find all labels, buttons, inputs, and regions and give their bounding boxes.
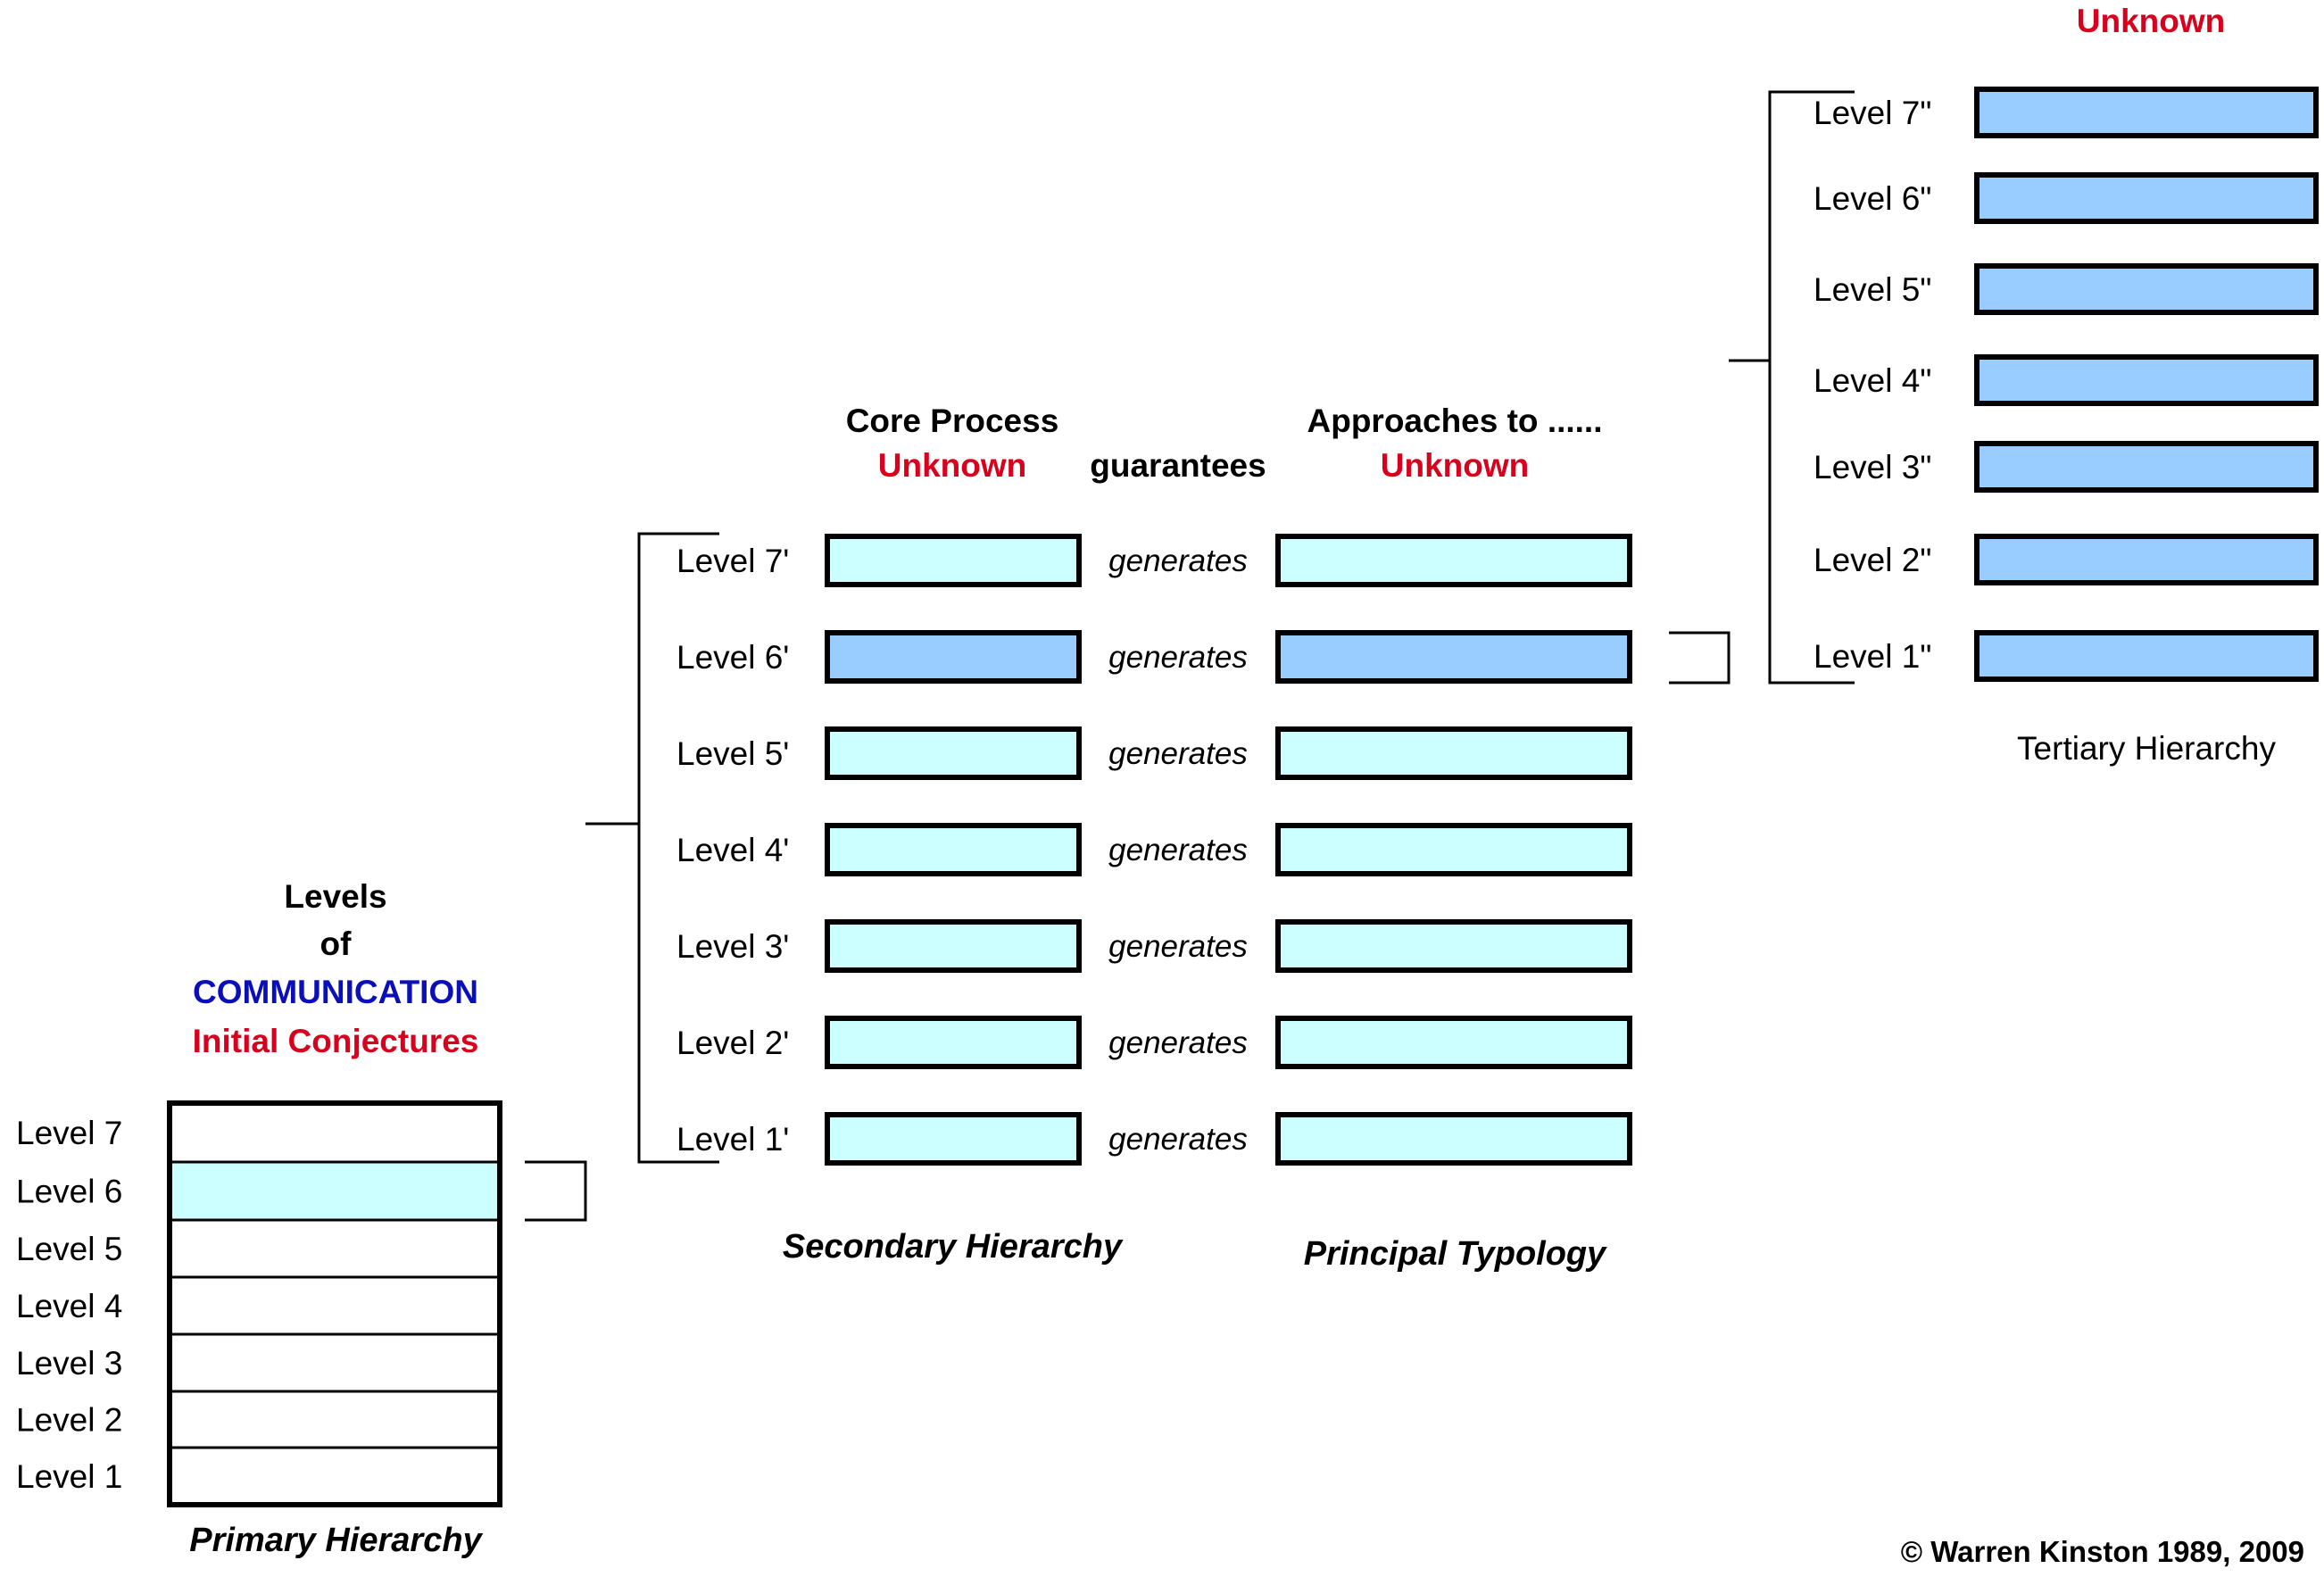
secondary-level-box [825, 823, 1082, 876]
secondary-header: Core Process [846, 403, 1059, 439]
secondary-level-label: Level 3' [676, 928, 789, 965]
generates-label: generates [1108, 544, 1248, 578]
secondary-level-box [825, 630, 1082, 684]
typology-level-box [1275, 726, 1632, 780]
primary-level-label: Level 1 [16, 1458, 122, 1495]
secondary-caption: Secondary Hierarchy [783, 1228, 1124, 1266]
tertiary-level-label: Level 5" [1814, 271, 1931, 308]
secondary-level-label: Level 2' [676, 1025, 789, 1061]
tertiary-level-label: Level 3" [1814, 449, 1931, 486]
connector-bracket-primary [525, 1160, 587, 1222]
generates-label: generates [1108, 640, 1248, 675]
tertiary-level-label: Level 1" [1814, 638, 1931, 675]
secondary-level-label: Level 6' [676, 639, 789, 676]
tertiary-level-box [1974, 630, 2319, 682]
primary-hierarchy: Levels of COMMUNICATION Initial Conjectu… [16, 878, 502, 1559]
tertiary-level-label: Level 2" [1814, 542, 1931, 578]
primary-level-cell [168, 1101, 502, 1164]
tertiary-caption: Tertiary Hierarchy [2017, 730, 2276, 767]
secondary-level-label: Level 1' [676, 1121, 789, 1158]
tertiary-level-box [1974, 172, 2319, 224]
copyright-notice: © Warren Kinston 1989, 2009 [1901, 1535, 2304, 1568]
primary-level-label: Level 3 [16, 1345, 122, 1382]
tertiary-hierarchy: Unknown Level 7" Level 6" Level 5" Level 4"… [1814, 3, 2319, 767]
typology-header-status: Unknown [1381, 447, 1529, 484]
typology-caption: Principal Typology [1304, 1235, 1607, 1273]
typology-level-box [1275, 823, 1632, 876]
secondary-level-box [825, 1112, 1082, 1166]
secondary-level-box [825, 726, 1082, 780]
secondary-level-box [825, 534, 1082, 587]
primary-level-label: Level 6 [16, 1174, 122, 1210]
guarantees-label: guarantees [1090, 447, 1266, 484]
tertiary-level-label: Level 6" [1814, 180, 1931, 217]
secondary-level-box [825, 1016, 1082, 1069]
primary-header-line1: Levels [284, 878, 386, 915]
primary-header-conjectures: Initial Conjectures [193, 1023, 479, 1059]
connector-bracket-tertiary [1768, 90, 1855, 685]
secondary-level-box [825, 919, 1082, 973]
primary-level-label: Level 7 [16, 1115, 122, 1151]
secondary-level-label: Level 7' [676, 543, 789, 579]
primary-caption: Primary Hierarchy [189, 1522, 483, 1559]
typology-level-box [1275, 1112, 1632, 1166]
typology-level-box [1275, 630, 1632, 684]
generates-label: generates [1108, 1025, 1248, 1060]
typology-level-box [1275, 534, 1632, 587]
tertiary-level-box [1974, 354, 2319, 406]
secondary-header-status: Unknown [878, 447, 1026, 484]
primary-header-communication: COMMUNICATION [193, 974, 478, 1010]
generates-label: generates [1108, 929, 1248, 964]
tertiary-level-box [1974, 87, 2319, 138]
primary-level-cell [168, 1218, 502, 1279]
tertiary-level-label: Level 4" [1814, 362, 1931, 399]
typology-header: Approaches to ...... [1307, 403, 1603, 439]
primary-level-cell [168, 1446, 502, 1506]
tertiary-level-box [1974, 441, 2319, 493]
secondary-level-label: Level 5' [676, 735, 789, 772]
secondary-level-label: Level 4' [676, 832, 789, 868]
primary-level-label: Level 5 [16, 1231, 122, 1267]
tertiary-header-status: Unknown [2077, 3, 2225, 39]
connector-secondary-tertiary [1669, 90, 1855, 685]
primary-level-cells [168, 1101, 502, 1506]
primary-outer-frame [167, 1100, 502, 1507]
primary-level-label: Level 4 [16, 1288, 122, 1324]
primary-level-cell [168, 1275, 502, 1336]
connector-bracket-typology [1669, 631, 1731, 685]
generates-label: generates [1108, 1122, 1248, 1157]
primary-level-cell [168, 1160, 502, 1222]
primary-header-line2: of [320, 925, 353, 962]
typology-level-box [1275, 919, 1632, 973]
tertiary-rows: Level 7" Level 6" Level 5" Level 4" Level 3"… [1814, 87, 2319, 682]
generates-label: generates [1108, 736, 1248, 771]
typology-level-box [1275, 1016, 1632, 1069]
secondary-hierarchy: Core Process Unknown guarantees Approach… [676, 403, 1632, 1273]
connector-bracket-secondary [637, 532, 719, 1164]
primary-level-labels: Level 7 Level 6 Level 5 Level 4 Level 3 Level… [16, 1115, 122, 1495]
connector-primary-secondary [525, 532, 719, 1222]
tertiary-level-box [1974, 263, 2319, 315]
primary-level-label: Level 2 [16, 1402, 122, 1439]
primary-level-cell [168, 1390, 502, 1449]
generates-label: generates [1108, 833, 1248, 867]
tertiary-level-label: Level 7" [1814, 95, 1931, 131]
primary-level-cell [168, 1332, 502, 1393]
tertiary-level-box [1974, 534, 2319, 585]
